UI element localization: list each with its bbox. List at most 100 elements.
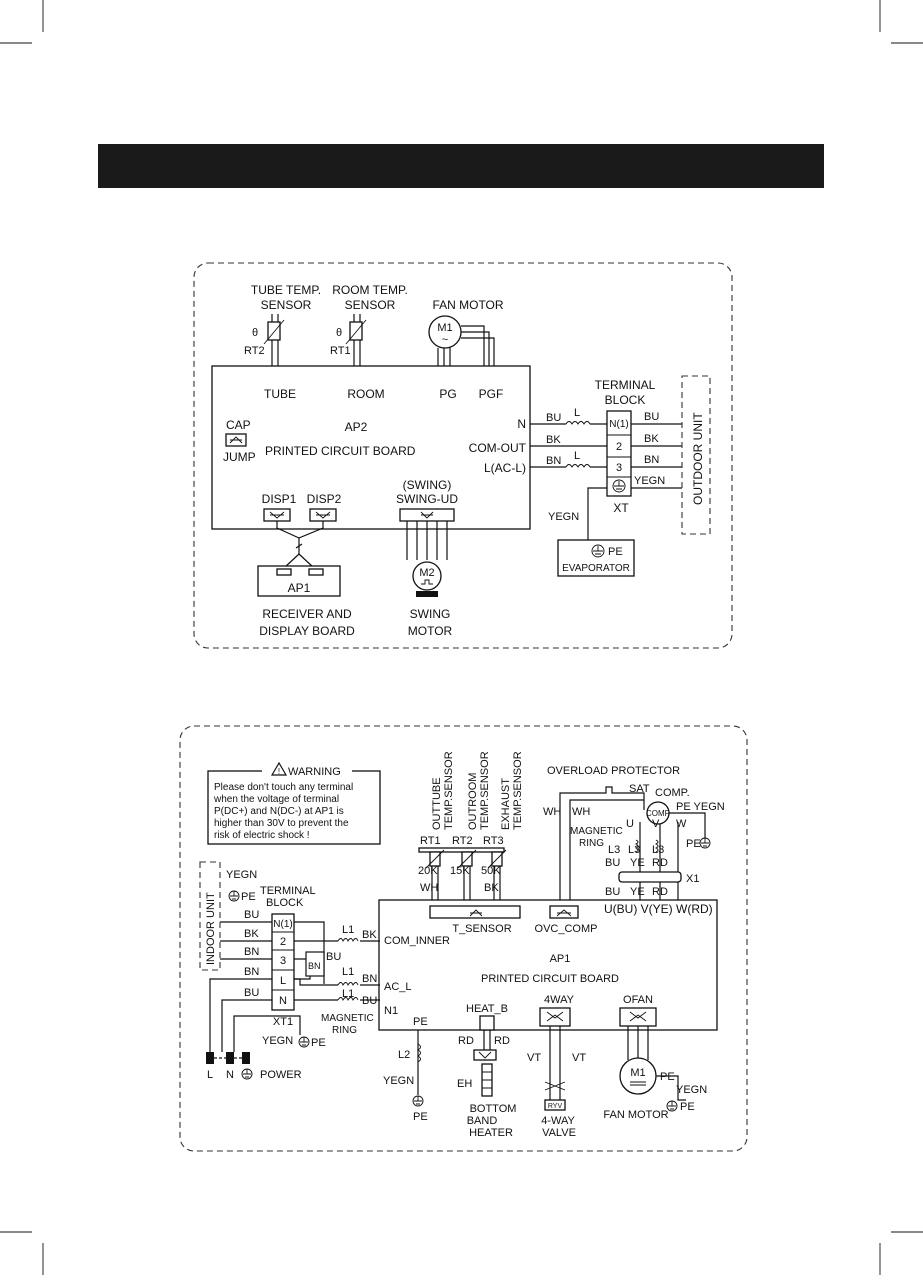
out-wire-bn: BN: [644, 454, 659, 466]
comp-ground-icon: [699, 837, 711, 849]
left-ground-icon: [228, 890, 240, 902]
fan-pe: PE: [660, 1071, 675, 1083]
wire-bu-label: BU: [546, 412, 561, 424]
swing-motor-m2-icon: M2: [412, 561, 442, 597]
comp-u: U: [626, 818, 634, 830]
evap-wire-yegn: YEGN: [548, 511, 579, 523]
l2-yegn: YEGN: [383, 1075, 414, 1087]
jumper-bn: BN: [308, 961, 321, 971]
com-out-label: COM-OUT: [469, 441, 527, 455]
svg-text:θ: θ: [252, 327, 258, 339]
left-wire-bn: BN: [244, 946, 259, 958]
l1-inductor-mid-icon: [337, 979, 360, 987]
t-sensor-connector-icon: [429, 905, 521, 919]
xt1-2: 2: [280, 936, 286, 948]
evaporator-box: [557, 539, 635, 577]
inductor-l-top-icon: [565, 419, 591, 427]
tube-sensor-label: TUBE TEMP.: [251, 283, 321, 297]
ofan-label: OFAN: [623, 994, 653, 1006]
power-ground-icon: [241, 1068, 253, 1080]
rt2-value: 15K: [450, 865, 470, 877]
x1-wire-bu: BU: [605, 886, 620, 898]
xt1-label: XT1: [273, 1016, 293, 1028]
comp-pe-yegn: PE YEGN: [676, 801, 725, 813]
fourway-connector-icon: [539, 1007, 571, 1027]
exhaust-temp-label: TEMP.SENSOR: [512, 751, 524, 830]
board-ground-icon: [412, 1095, 424, 1107]
comp-wire-bu: BU: [605, 857, 620, 869]
thermistor-rt1-icon: θ: [336, 314, 367, 372]
outdoor-unit-label: OUTDOOR UNIT: [691, 412, 705, 505]
pgf-conn-label: PGF: [479, 387, 504, 401]
rt1-label: RT1: [420, 835, 441, 847]
evaporator-label: EVAPORATOR: [562, 563, 630, 574]
disp1-connector-icon: [263, 508, 291, 522]
warning-line-5: risk of electric shock !: [214, 830, 310, 841]
warning-title: WARNING: [288, 766, 341, 778]
receiver-label: RECEIVER AND: [262, 607, 352, 621]
ap2-pcb-label: PRINTED CIRCUIT BOARD: [265, 444, 416, 458]
n1-board-label: N1: [384, 1005, 398, 1017]
ap1-pcb-label: PRINTED CIRCUIT BOARD: [481, 973, 619, 985]
power-n: N: [226, 1069, 234, 1081]
l1-wire-bk: BK: [362, 929, 377, 941]
uvw-label: U(BU) V(YE) W(RD): [604, 902, 713, 916]
block-label: BLOCK: [266, 897, 304, 909]
valve-label: VALVE: [542, 1127, 576, 1139]
outdoor-unit-diagram: ! WARNING Please don't touch any termina…: [179, 725, 748, 1152]
wire-bn-label: BN: [546, 455, 561, 467]
power-l: L: [207, 1069, 213, 1081]
warning-line-3: P(DC+) and N(DC-) at AP1 is: [214, 806, 344, 817]
xt1-n: N: [279, 995, 287, 1007]
warning-triangle-icon: !: [270, 761, 288, 776]
l3-label-1: L3: [608, 844, 620, 856]
comp-v: V: [652, 818, 660, 830]
terminal-3: 3: [616, 462, 622, 474]
fan-motor-m1-icon: M1 ~: [428, 315, 495, 374]
magnetic-ring-label: MAGNETIC: [321, 1013, 374, 1024]
xt1-n1: N(1): [273, 919, 292, 930]
x1-wire-ye: YE: [630, 886, 645, 898]
board-ground-pe: PE: [413, 1111, 428, 1123]
out-wire-bk: BK: [644, 433, 659, 445]
out-wire-bu: BU: [644, 411, 659, 423]
room-conn-label: ROOM: [347, 387, 384, 401]
l1-inductor-top-icon: [337, 935, 360, 943]
outdoor-fan-motor-label: FAN MOTOR: [603, 1109, 668, 1121]
l3-label-3: L3: [652, 844, 664, 856]
overload-wire-wh-2: WH: [572, 806, 590, 818]
svg-text:RYV: RYV: [548, 1103, 563, 1110]
l1-wire-bu: BU: [362, 995, 377, 1007]
rt3-label: RT3: [483, 835, 504, 847]
comp-ground-pe: PE: [686, 838, 701, 850]
left-pe: PE: [241, 891, 256, 903]
fan-yegn: YEGN: [676, 1084, 707, 1096]
terminal-to-board-wiring: [294, 921, 380, 1001]
rt3-value: 50K: [481, 865, 501, 877]
indoor-unit-diagram: TUBE TEMP. SENSOR ROOM TEMP. SENSOR FAN …: [193, 262, 733, 649]
power-wire-bn: BN: [244, 966, 259, 978]
heater-rd-1: RD: [458, 1035, 474, 1047]
outtube-label: OUTTUBE: [431, 777, 443, 830]
x1-label: X1: [686, 873, 699, 885]
swing-ud-label: SWING-UD: [396, 492, 458, 506]
xt1-terminal-block: [271, 913, 295, 1011]
comp-wire-rd: RD: [652, 857, 668, 869]
l1-wire-bn: BN: [362, 973, 377, 985]
xt1-yegn: YEGN: [262, 1035, 293, 1047]
header-bar: [98, 144, 824, 188]
comp-wire-ye: YE: [630, 857, 645, 869]
disp2-label: DISP2: [307, 492, 342, 506]
magnetic-ring-label-2: RING: [332, 1025, 357, 1036]
jump-label: JUMP: [223, 450, 256, 464]
m1-label: M1: [437, 322, 452, 334]
rt1-label: RT1: [330, 345, 351, 357]
warning-line-2: when the voltage of terminal: [213, 794, 339, 805]
rt1-wire-wh: WH: [420, 882, 438, 894]
ap1-label: AP1: [550, 953, 571, 965]
cap-jumper-icon: [225, 433, 247, 447]
band-label: BAND: [467, 1115, 498, 1127]
outdoor-fan-motor-icon: M1: [619, 1057, 657, 1095]
power-label: POWER: [260, 1069, 302, 1081]
